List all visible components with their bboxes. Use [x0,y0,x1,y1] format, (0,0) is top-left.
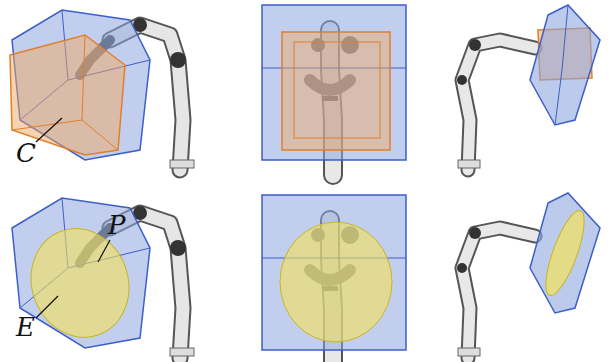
bounding-box [262,5,406,160]
bounding-box [530,5,600,125]
ellipsoid-e [538,207,591,300]
ellipsoid-e [280,222,392,342]
part-label: E [16,314,35,340]
cube-c [10,35,125,155]
part-label: P [108,212,126,238]
leader-line [36,296,58,318]
leader-line [98,240,110,262]
robot-arm [457,39,535,170]
part-label: C [16,140,36,166]
box-edge [294,42,380,138]
cube-c [282,32,390,150]
robot-arm [457,227,535,358]
leader-line [36,118,62,142]
box-edge [12,35,118,150]
bounding-box [262,195,406,350]
bounding-box [530,193,600,313]
box-edge [555,5,568,125]
